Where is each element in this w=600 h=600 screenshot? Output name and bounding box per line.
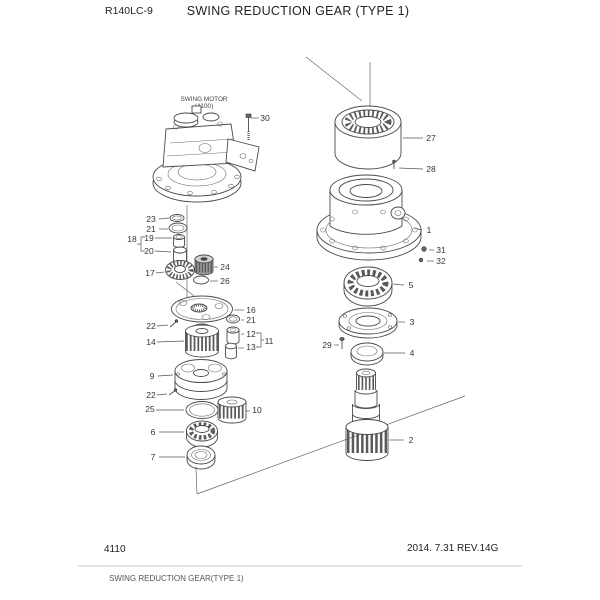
page-title: SWING REDUCTION GEAR (TYPE 1) (187, 4, 410, 18)
part-3-plate (338, 307, 398, 339)
leader-line-5 (392, 283, 405, 286)
leader-line-20 (154, 250, 172, 253)
page-number: 4110 (104, 544, 126, 555)
leader-line-23 (158, 217, 170, 220)
bracket-18 (137, 236, 145, 252)
part-20-bushing (173, 246, 187, 264)
callout-18: 18 (127, 234, 137, 244)
callout-27: 27 (426, 133, 436, 143)
part-7-oil-seal (186, 445, 216, 470)
part-32-fitting (418, 257, 424, 263)
callout-32: 32 (436, 256, 446, 266)
leader-line-22 (156, 324, 169, 327)
bracket-11 (256, 332, 264, 348)
leader-line-9 (157, 374, 174, 377)
callout-6: 6 (151, 427, 156, 437)
callout-22: 22 (146, 321, 156, 331)
callout-19: 19 (144, 233, 154, 243)
leader-line-14 (156, 340, 185, 343)
callout-7: 7 (151, 452, 156, 462)
axis-lines (175, 56, 466, 495)
part-24-coupling (194, 254, 214, 276)
part-31-fitting (421, 246, 427, 252)
leader-line-1 (413, 227, 423, 231)
callout-24: 24 (220, 262, 230, 272)
part-19-bushing (173, 234, 185, 248)
callout-3: 3 (410, 317, 415, 327)
callout-9: 9 (150, 371, 155, 381)
callout-4: 4 (410, 348, 415, 358)
callout-31: 31 (436, 245, 446, 255)
callout-20: 20 (144, 246, 154, 256)
part-17-gear (165, 260, 195, 280)
part-26-snap-ring (193, 275, 209, 285)
part-9-planet-carrier (174, 359, 228, 400)
callout-2: 2 (409, 435, 414, 445)
part-1-housing (316, 174, 422, 261)
part-22-pin-lower (168, 388, 178, 396)
callout-23: 23 (146, 214, 156, 224)
part-21-ring-lower (226, 314, 240, 324)
callout-13: 13 (246, 342, 256, 352)
callout-16: 16 (246, 305, 256, 315)
callout-10: 10 (252, 405, 262, 415)
leader-line-22 (156, 393, 168, 396)
part-2-pinion-shaft (345, 368, 389, 461)
part-30-bolt (245, 113, 252, 140)
part-14-sun-gear (185, 323, 219, 358)
part-27-ring-gear (334, 105, 402, 170)
leader-line-17 (155, 271, 165, 274)
part-23-o-ring (169, 214, 185, 222)
revision-date: 2014. 7.31 REV.14G (407, 543, 499, 554)
part-6-bearing (186, 420, 218, 448)
swing-motor-ref: (4100) (195, 103, 213, 110)
swing-motor-label: SWING MOTOR (180, 96, 227, 103)
callout-11: 11 (265, 336, 274, 346)
swing-motor-assembly: SWING MOTOR (4100) (152, 96, 260, 203)
part-25-ring (185, 401, 219, 419)
callout-12: 12 (246, 329, 256, 339)
callout-30: 30 (260, 113, 270, 123)
part-12-bushing (226, 326, 240, 345)
part-29-bolt (339, 337, 345, 349)
callout-26: 26 (220, 276, 230, 286)
part-5-ball-bearing (343, 266, 393, 307)
part-13-bushing (225, 342, 237, 360)
part-10-gear (217, 396, 247, 424)
footer-caption: SWING REDUCTION GEAR(TYPE 1) (109, 574, 244, 583)
callout-28: 28 (426, 164, 436, 174)
callout-5: 5 (409, 280, 414, 290)
model-code: R140LC-9 (105, 5, 153, 17)
callout-21: 21 (146, 224, 156, 234)
callout-25: 25 (145, 404, 155, 414)
callout-21: 21 (246, 315, 256, 325)
part-16-carrier-plate (171, 295, 233, 323)
callout-29: 29 (322, 340, 332, 350)
callout-1: 1 (427, 225, 432, 235)
callout-17: 17 (145, 268, 155, 278)
part-4-ring (350, 342, 384, 366)
part-22-pin-upper (169, 319, 179, 328)
callout-14: 14 (146, 337, 156, 347)
part-21-ring-upper (168, 222, 188, 234)
leader-line-28 (398, 167, 424, 170)
callout-22: 22 (146, 390, 156, 400)
part-28-plug (392, 159, 396, 169)
